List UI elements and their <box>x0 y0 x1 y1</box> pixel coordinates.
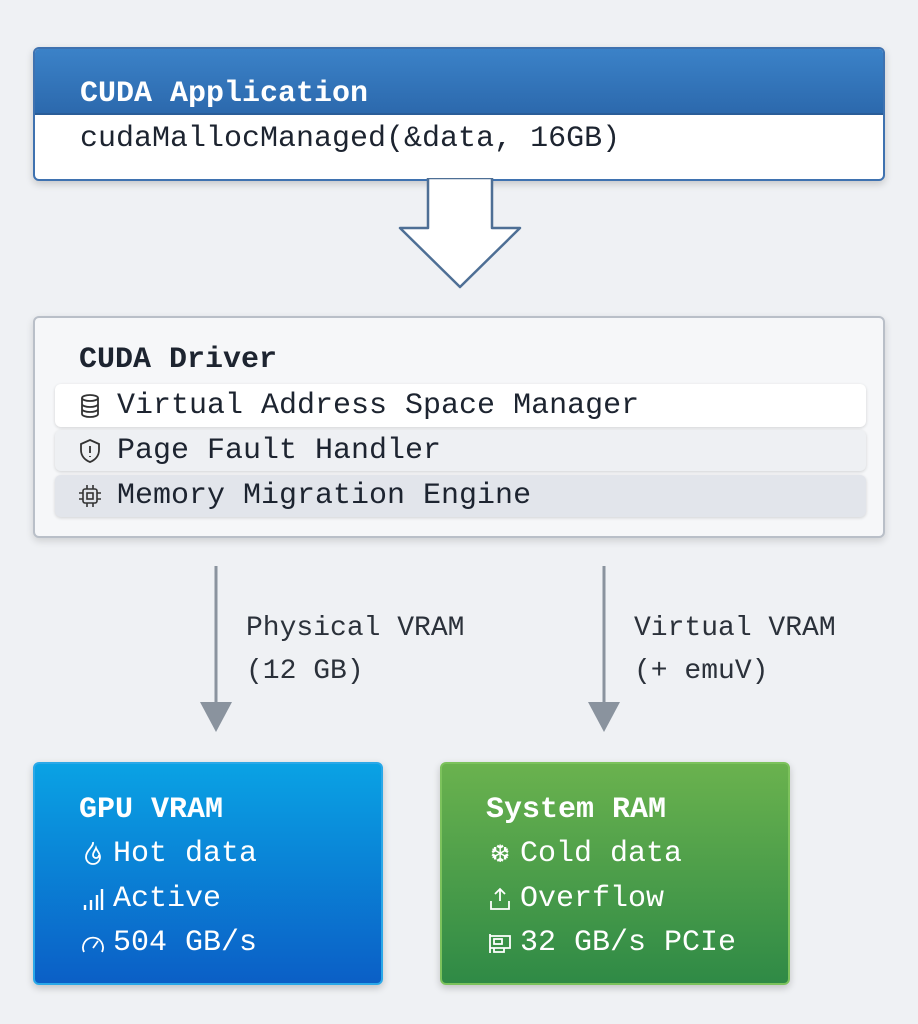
item-label: 32 GB/s PCIe <box>520 926 737 960</box>
ram-item-cold-data: ❆ Cold data <box>486 836 682 872</box>
ram-item-overflow: Overflow <box>486 881 664 917</box>
system-ram-title: System RAM <box>486 793 667 827</box>
gpu-vram-title: GPU VRAM <box>79 793 224 827</box>
cuda-application-box: CUDA Application cudaMallocManaged(&data… <box>33 47 885 181</box>
shield-alert-icon <box>77 438 103 464</box>
cuda-application-header: CUDA Application <box>35 49 883 115</box>
physical-path-arrow <box>200 566 232 732</box>
physical-vram-size: (12 GB) <box>246 656 364 687</box>
gpu-item-hot-data: Hot data <box>79 836 257 872</box>
snowflake-icon: ❆ <box>489 840 511 868</box>
physical-vram-label: Physical VRAM <box>246 613 465 644</box>
upload-tray-icon <box>486 885 514 913</box>
system-ram-box: System RAM ❆ Cold data Overflow 32 GB/s … <box>440 762 790 985</box>
chip-icon <box>77 483 103 509</box>
cuda-malloc-call: cudaMallocManaged(&data, 16GB) <box>80 122 621 156</box>
gauge-icon <box>79 929 107 957</box>
gpu-vram-box: GPU VRAM Hot data Active 504 GB/s <box>33 762 383 985</box>
virtual-path-arrow <box>588 566 620 732</box>
component-label: Page Fault Handler <box>117 433 442 468</box>
flame-icon <box>79 840 107 868</box>
pcie-card-icon <box>486 929 514 957</box>
database-icon <box>77 393 103 419</box>
cuda-driver-box: CUDA Driver Virtual Address Space Manage… <box>33 316 885 538</box>
item-label: Active <box>113 882 222 916</box>
cuda-application-title: CUDA Application <box>80 77 369 111</box>
virtual-vram-label: Virtual VRAM <box>634 613 836 644</box>
item-label: 504 GB/s <box>113 926 258 960</box>
item-label: Cold data <box>520 837 683 871</box>
signal-bars-icon <box>79 885 107 913</box>
component-label: Memory Migration Engine <box>117 479 532 513</box>
gpu-item-bandwidth: 504 GB/s <box>79 925 257 961</box>
driver-component-page-fault-handler: Page Fault Handler <box>55 430 866 471</box>
ram-item-pcie: 32 GB/s PCIe <box>486 925 736 961</box>
item-label: Overflow <box>520 882 665 916</box>
virtual-vram-note: (+ emuV) <box>634 656 769 687</box>
gpu-item-active: Active <box>79 881 221 917</box>
driver-component-migration-engine: Memory Migration Engine <box>55 475 866 517</box>
item-label: Hot data <box>113 837 258 871</box>
driver-component-vas-manager: Virtual Address Space Manager <box>55 384 866 427</box>
hollow-down-arrow <box>398 178 522 289</box>
component-label: Virtual Address Space Manager <box>117 388 640 423</box>
cuda-driver-title: CUDA Driver <box>79 343 278 377</box>
